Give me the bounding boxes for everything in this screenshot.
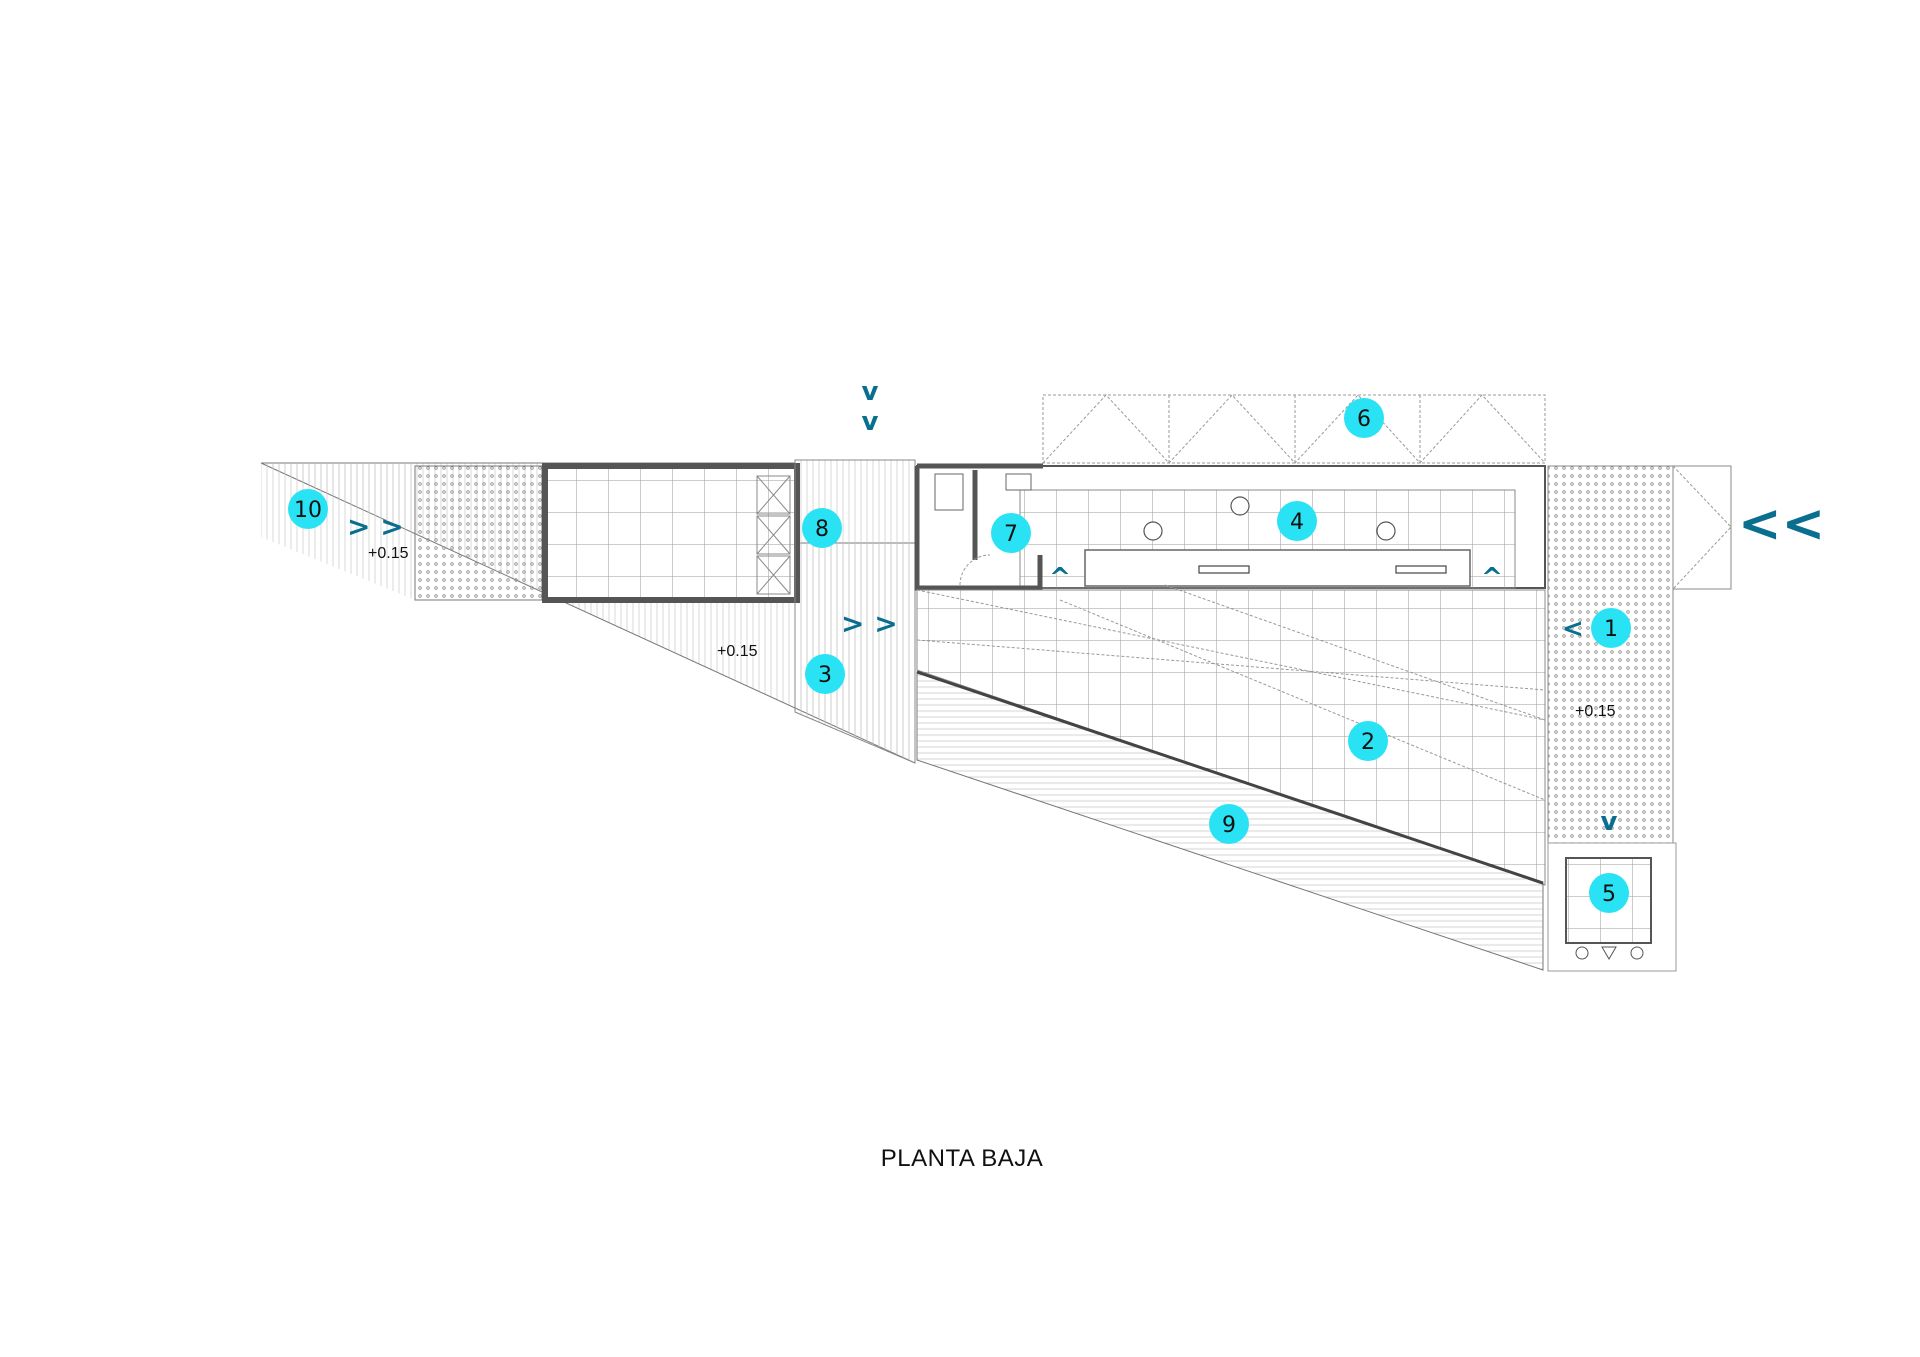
arrow-south-icon: v xyxy=(862,407,879,437)
zone-marker-4: 4 xyxy=(1277,501,1317,541)
zone-marker-7: 7 xyxy=(991,513,1031,553)
drawing-title: PLANTA BAJA xyxy=(881,1145,1043,1172)
zone-markers: 10 8 3 7 4 6 1 2 9 5 xyxy=(288,398,1631,913)
courtyard xyxy=(916,584,1546,886)
zone-label-4: 4 xyxy=(1290,510,1304,535)
zone-marker-9: 9 xyxy=(1209,804,1249,844)
zone-label-7: 7 xyxy=(1004,522,1018,547)
arrow-east-icon: > > xyxy=(347,510,404,543)
zone-label-5: 5 xyxy=(1602,882,1616,907)
zone-label-2: 2 xyxy=(1361,730,1375,755)
zone-label-3: 3 xyxy=(818,663,832,688)
arrow-south-icon: v xyxy=(862,377,879,407)
zone-marker-3: 3 xyxy=(805,654,845,694)
elevation-labels: +0.15 +0.15 +0.15 xyxy=(368,545,1616,720)
elevation-label: +0.15 xyxy=(717,643,758,660)
zone-label-10: 10 xyxy=(294,498,322,523)
zone-marker-2: 2 xyxy=(1348,721,1388,761)
zone-label-9: 9 xyxy=(1222,813,1236,838)
zone-marker-6: 6 xyxy=(1344,398,1384,438)
arrow-north-icon: ^ xyxy=(1049,563,1071,593)
east-paving xyxy=(1547,465,1732,853)
arrow-east-icon: > > xyxy=(841,607,898,640)
zone-marker-1: 1 xyxy=(1591,608,1631,648)
zone-marker-10: 10 xyxy=(288,489,328,529)
elevation-label: +0.15 xyxy=(368,545,409,562)
zone-marker-8: 8 xyxy=(802,508,842,548)
building-block xyxy=(914,463,1546,591)
zone-label-1: 1 xyxy=(1604,617,1618,642)
arrow-west-icon: < xyxy=(1562,614,1584,644)
elevation-label: +0.15 xyxy=(1575,703,1616,720)
arrow-west-icon: << xyxy=(1738,494,1825,554)
zone-label-6: 6 xyxy=(1357,407,1371,432)
access-arrows: > > > > v v << < ^ ^ v xyxy=(347,377,1825,837)
arrow-north-icon: ^ xyxy=(1481,563,1503,593)
canopy xyxy=(1042,394,1546,464)
booth xyxy=(1547,842,1677,972)
west-plaza xyxy=(260,459,916,764)
arrow-south-icon: v xyxy=(1601,807,1618,837)
zone-marker-5: 5 xyxy=(1589,873,1629,913)
zone-label-8: 8 xyxy=(815,517,829,542)
